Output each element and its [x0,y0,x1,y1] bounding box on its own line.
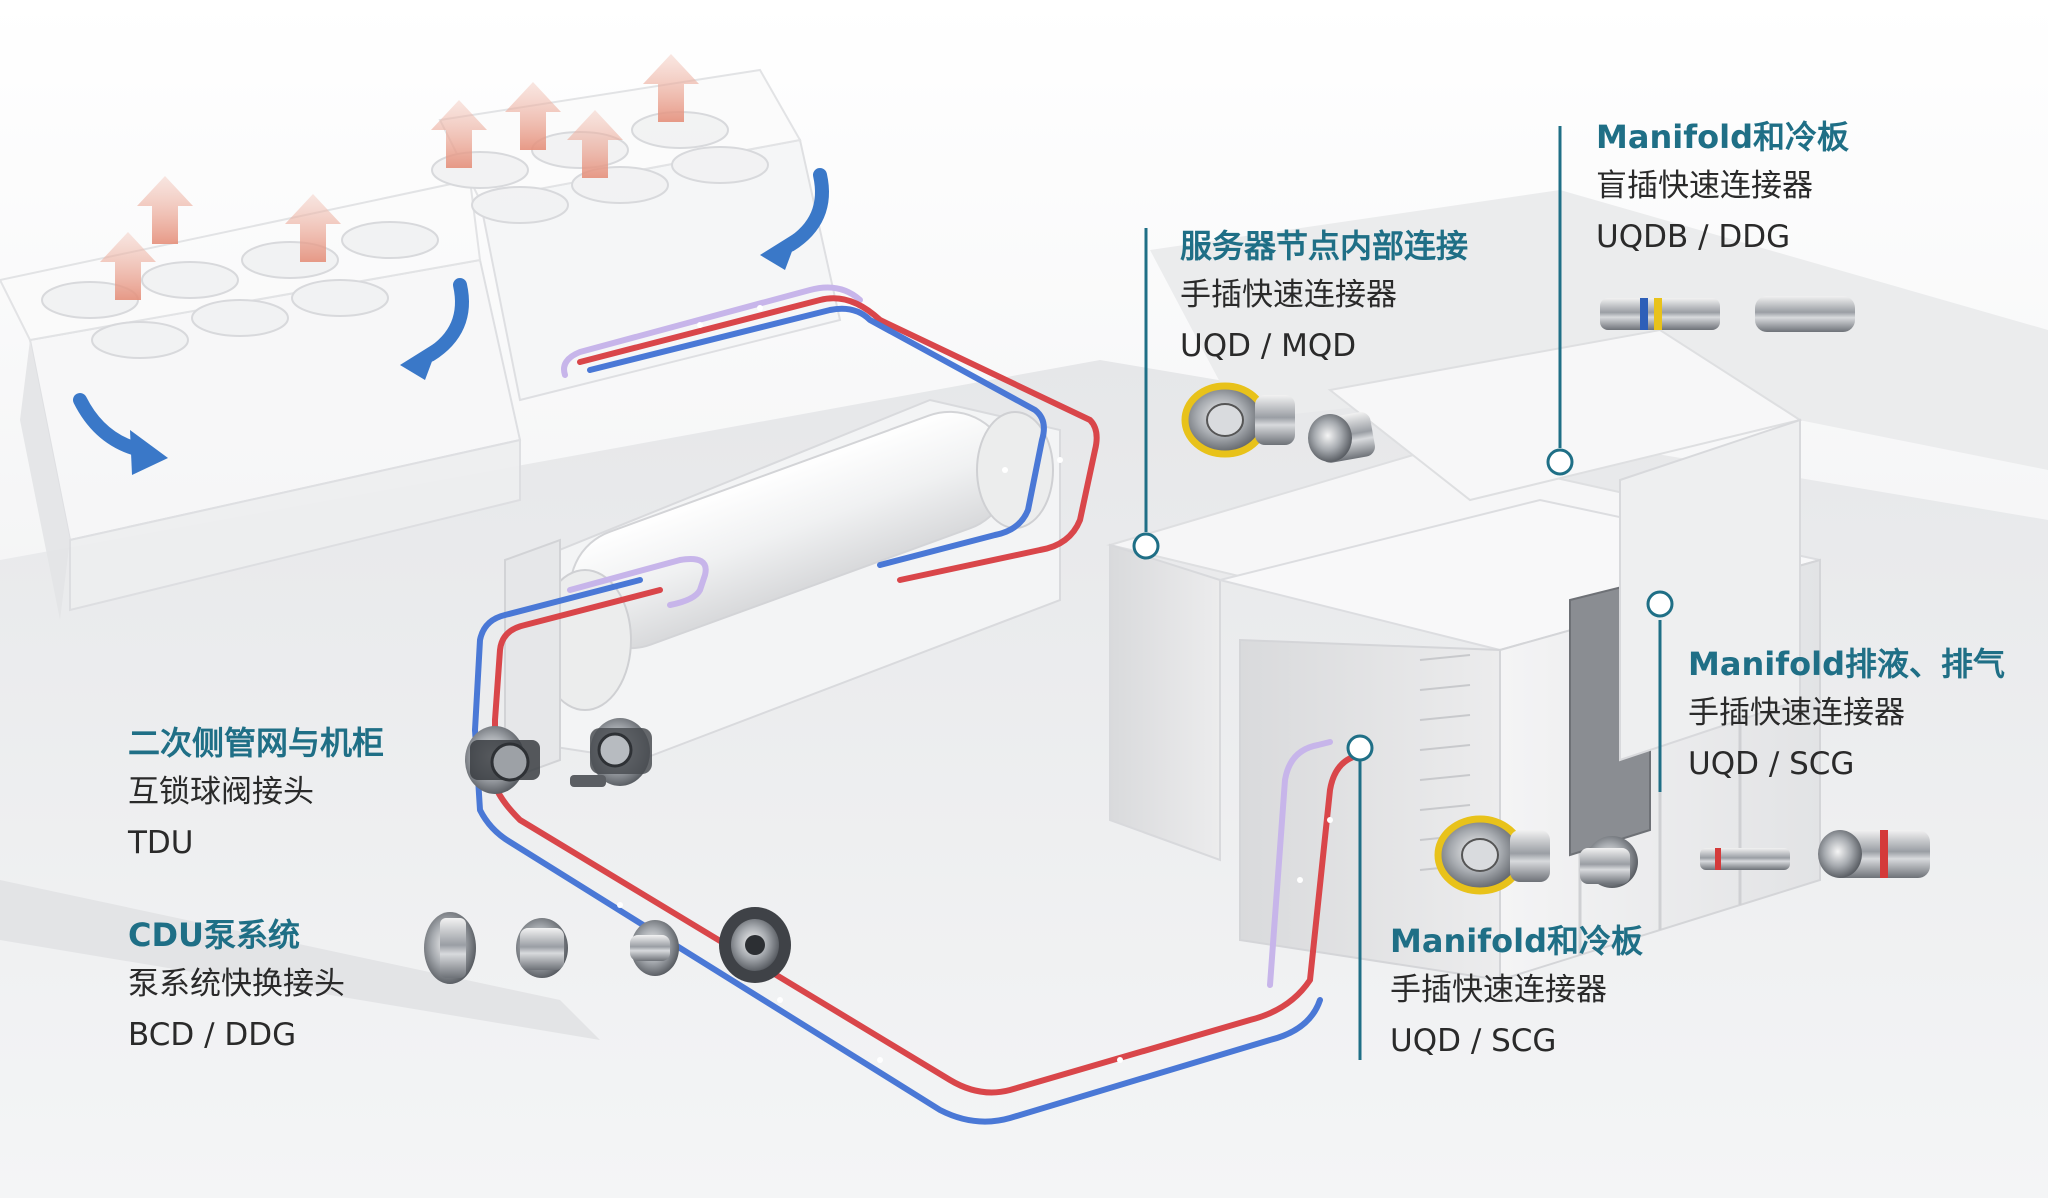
label-secondary-pipe-cabinet: 二次侧管网与机柜 互锁球阀接头 TDU [128,727,384,859]
label-product-code: UQD / SCG [1390,1023,1557,1059]
callout-dot-icon [1132,448,1674,762]
label-description: 盲插快速连接器 [1596,168,1813,204]
label-title: 服务器节点内部连接 [1180,227,1469,265]
label-title: 二次侧管网与机柜 [128,724,385,762]
label-title: Manifold和冷板 [1596,118,1849,156]
label-description: 手插快速连接器 [1688,695,1905,731]
label-manifold-cold-plate-manual: Manifold和冷板 手插快速连接器 UQD / SCG [1390,925,1643,1057]
air-flow-arrowhead [130,230,800,475]
heat-up-arrow-icon [100,54,699,300]
label-description: 手插快速连接器 [1390,972,1607,1008]
platform-edge [0,880,600,1040]
heat-exchanger [504,398,1061,782]
coolant-loop [472,284,1363,1125]
label-cdu-pump: CDU泵系统 泵系统快换接头 BCD / DDG [128,919,345,1051]
pump-coupling-icon [424,907,791,984]
label-product-code: TDU [128,825,194,861]
label-title: Manifold和冷板 [1390,922,1643,960]
label-server-node: 服务器节点内部连接 手插快速连接器 UQD / MQD [1180,230,1468,362]
label-product-code: UQD / SCG [1688,746,1855,782]
quick-connector-icon [1181,296,1930,895]
label-product-code: BCD / DDG [128,1017,297,1053]
label-title: Manifold排液、排气 [1688,645,2005,683]
label-description: 手插快速连接器 [1180,277,1397,313]
ball-valve-icon [465,718,652,794]
label-manifold-cold-plate-blind: Manifold和冷板 盲插快速连接器 UQDB / DDG [1596,121,1849,253]
label-description: 泵系统快换接头 [128,966,345,1002]
label-title: CDU泵系统 [128,916,301,954]
label-description: 互锁球阀接头 [128,774,314,810]
flow-direction-marks [617,305,1333,1063]
label-product-code: UQDB / DDG [1596,219,1791,255]
label-product-code: UQD / MQD [1180,328,1357,364]
label-manifold-drain-vent: Manifold排液、排气 手插快速连接器 UQD / SCG [1688,648,2005,780]
callout-lines [1144,126,1662,1060]
